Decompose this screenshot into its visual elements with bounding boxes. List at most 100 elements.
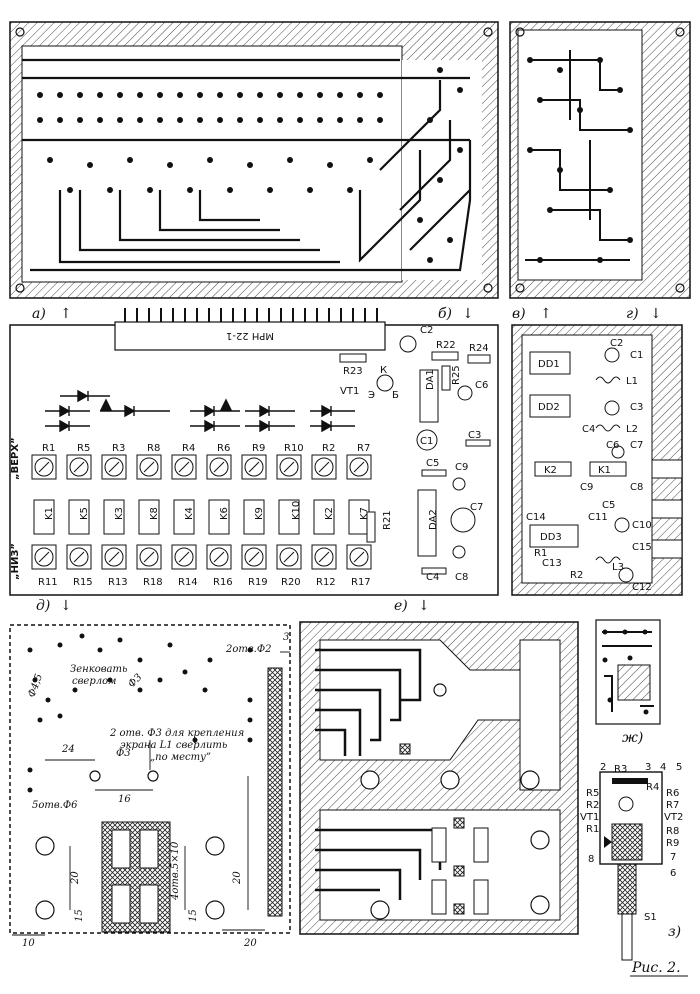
svg-text:C9: C9 — [455, 462, 468, 473]
top-side-label: „ВЕРХ” — [10, 437, 21, 480]
relay-labels: K1 K5 K3 K8 K4 K6 K9 K10 K2 K7 — [44, 501, 370, 520]
svg-text:10: 10 — [22, 938, 35, 949]
panel-b-label-top: б) — [438, 306, 452, 322]
svg-text:C1: C1 — [630, 350, 643, 361]
svg-text:R24: R24 — [469, 343, 489, 354]
trimmer-r17: R17 — [346, 544, 372, 588]
connector-label: МРН 22-1 — [226, 330, 274, 341]
panel-z-tuner-assembly — [599, 771, 663, 961]
rf-connectors — [651, 459, 683, 559]
panel-g-rf-board — [511, 324, 683, 596]
svg-text:K10: K10 — [291, 501, 302, 520]
svg-text:R1: R1 — [586, 824, 599, 835]
svg-text:6: 6 — [670, 868, 676, 879]
panel-b-right-components — [339, 335, 491, 575]
svg-text:2 отв. Ф3 для крепления: 2 отв. Ф3 для крепления — [109, 728, 244, 739]
svg-text:VT1: VT1 — [340, 386, 359, 397]
svg-text:15: 15 — [74, 909, 85, 922]
svg-text:R5: R5 — [586, 788, 599, 799]
panel-d-label: д) — [36, 598, 50, 614]
svg-text:C3: C3 — [468, 430, 481, 441]
svg-text:C4: C4 — [582, 424, 595, 435]
svg-text:2: 2 — [600, 762, 606, 773]
trimmer-r6: R6 — [206, 443, 232, 480]
svg-text:K6: K6 — [219, 507, 230, 520]
svg-text:R6: R6 — [217, 443, 230, 454]
svg-text:C3: C3 — [630, 402, 643, 413]
trimmer-r16: R16 — [206, 544, 233, 588]
svg-text:R18: R18 — [143, 577, 163, 588]
svg-text:R7: R7 — [666, 800, 679, 811]
svg-text:К: К — [380, 365, 387, 376]
svg-text:R3: R3 — [112, 443, 125, 454]
panel-z-label: з) — [668, 924, 681, 940]
svg-text:L1: L1 — [626, 376, 638, 387]
svg-text:Ф3: Ф3 — [116, 748, 131, 759]
svg-text:L3: L3 — [612, 562, 624, 573]
svg-text:R8: R8 — [147, 443, 160, 454]
svg-text:R21: R21 — [382, 510, 393, 530]
svg-text:DA2: DA2 — [428, 509, 439, 530]
panel-v-small-pcb — [509, 21, 691, 299]
svg-text:R8: R8 — [666, 826, 679, 837]
svg-text:20: 20 — [70, 871, 81, 885]
svg-text:R4: R4 — [646, 782, 659, 793]
svg-text:R23: R23 — [343, 366, 363, 377]
svg-text:R14: R14 — [178, 577, 198, 588]
svg-text:DD3: DD3 — [540, 532, 562, 543]
svg-text:8: 8 — [588, 854, 594, 865]
svg-text:C14: C14 — [526, 512, 546, 523]
panel-d-drilling-drawing — [9, 624, 291, 936]
svg-text:C15: C15 — [632, 542, 652, 553]
svg-text:4отв.5×10: 4отв.5×10 — [170, 841, 181, 901]
svg-text:5отв.Ф6: 5отв.Ф6 — [32, 800, 78, 811]
svg-text:C13: C13 — [542, 558, 562, 569]
trimmer-r12: R12 — [311, 544, 337, 588]
svg-text:C2: C2 — [420, 325, 433, 336]
svg-text:K2: K2 — [324, 507, 335, 520]
panel-a-label: а) — [32, 306, 46, 322]
trimmer-r20: R20 — [276, 544, 302, 588]
svg-text:R1: R1 — [534, 548, 547, 559]
svg-text:C1: C1 — [420, 436, 433, 447]
relays — [33, 499, 370, 535]
svg-text:R2: R2 — [586, 800, 599, 811]
panel-d-arrow-down: ↓ — [60, 598, 72, 614]
svg-text:K8: K8 — [149, 507, 160, 520]
svg-text:R7: R7 — [357, 443, 370, 454]
svg-text:K9: K9 — [254, 507, 265, 520]
svg-text:„по месту”: „по месту” — [150, 752, 211, 763]
panel-a-top-pcb — [9, 21, 499, 299]
figure-caption: Рис. 2. — [631, 960, 681, 976]
svg-text:3: 3 — [283, 632, 289, 643]
svg-text:R3: R3 — [614, 764, 627, 775]
svg-text:R11: R11 — [38, 577, 58, 588]
svg-text:Э: Э — [368, 390, 375, 401]
svg-text:C12: C12 — [632, 582, 652, 593]
svg-text:R17: R17 — [351, 577, 371, 588]
trimmer-r14: R14 — [171, 544, 198, 588]
svg-text:R10: R10 — [284, 443, 304, 454]
trimmer-r19: R19 — [241, 544, 268, 588]
svg-text:VT2: VT2 — [664, 812, 683, 823]
svg-text:5: 5 — [676, 762, 682, 773]
svg-text:C7: C7 — [470, 502, 483, 513]
svg-text:C5: C5 — [602, 500, 615, 511]
svg-text:R2: R2 — [322, 443, 335, 454]
svg-text:S1: S1 — [644, 912, 657, 923]
svg-text:20: 20 — [243, 938, 257, 949]
top-trimmers: R1 R5 R3 R8 R4 R6 R9 R10 R2 R7 — [31, 443, 372, 480]
svg-text:R22: R22 — [436, 340, 456, 351]
svg-text:C11: C11 — [588, 512, 608, 523]
panel-e-arrow-down: ↓ — [418, 598, 430, 614]
svg-text:R9: R9 — [666, 838, 679, 849]
svg-text:C2: C2 — [610, 338, 623, 349]
svg-text:16: 16 — [118, 794, 131, 805]
svg-text:7: 7 — [670, 852, 676, 863]
svg-text:DD2: DD2 — [538, 402, 560, 413]
svg-text:Б: Б — [392, 390, 399, 401]
countersink-note: Зенковать — [70, 664, 127, 675]
panel-v-arrow-up: ↑ — [540, 306, 552, 322]
trimmer-r8: R8 — [136, 443, 162, 480]
svg-text:C8: C8 — [455, 572, 468, 583]
